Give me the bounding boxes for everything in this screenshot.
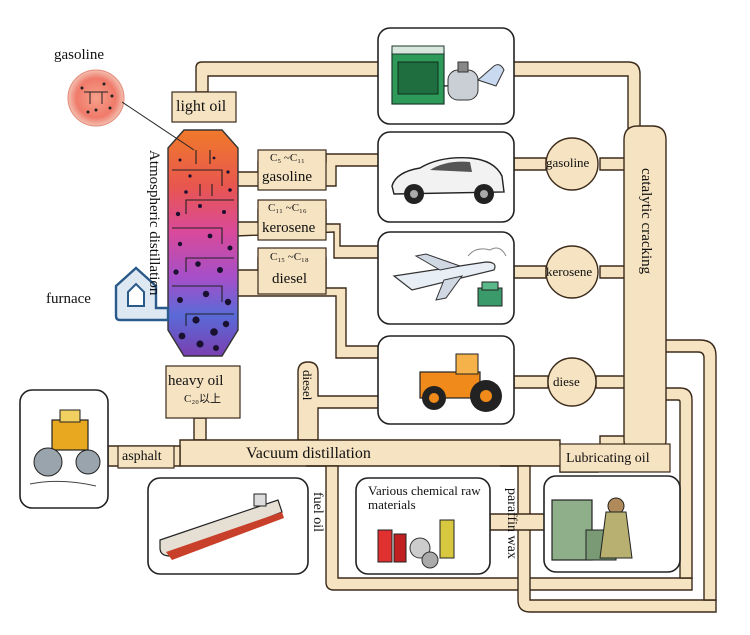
cracking-output-kerosene: kerosene	[546, 264, 593, 279]
light-oil-label: light oil	[176, 98, 227, 115]
cracking-output-diese: diese	[553, 374, 580, 389]
asphalt-label: asphalt	[122, 449, 162, 464]
road-roller-icon	[29, 409, 101, 487]
catalytic-cracking-label: catalytic cracking	[638, 168, 654, 275]
fraction-formula-gasoline: C₅ ~C₁₁	[270, 152, 305, 164]
mechanic-machine-icon	[551, 497, 633, 561]
lubricating-oil-label: Lubricating oil	[566, 451, 650, 466]
cracking-output-circles	[545, 137, 599, 407]
gas-stove-icon	[391, 45, 505, 105]
heavy-oil-fraction-label: C₂₀以上	[184, 393, 222, 405]
sports-car-icon	[391, 157, 505, 204]
tanker-ship-icon	[159, 493, 284, 560]
furnace-label: furnace	[46, 291, 91, 307]
vacuum-distillation-label: Vacuum distillation	[246, 445, 371, 462]
paraffin-wax-label: paraffin wax	[504, 488, 519, 559]
heavy-oil-label: heavy oil	[168, 373, 224, 389]
distillation-tower	[167, 129, 239, 357]
furnace-icon	[114, 266, 170, 322]
chemical-raw-materials-label: Various chemical raw materials	[368, 483, 481, 512]
fraction-name-kerosene: kerosene	[262, 220, 316, 236]
label-boxes	[117, 91, 671, 473]
fraction-formula-kerosene: C₁₁ ~C₁₆	[268, 202, 307, 214]
airplane-icon	[392, 247, 507, 307]
gasoline-molecule-icon	[67, 69, 195, 151]
fraction-name-diesel: diesel	[272, 271, 307, 287]
tractor-icon	[419, 353, 502, 412]
chemical-products-icon	[377, 519, 455, 569]
vacuum-diesel-label: diesel	[300, 370, 315, 401]
atmospheric-distillation-label: Atmospheric distillation	[146, 150, 162, 296]
gasoline-bubble-label: gasoline	[54, 47, 104, 63]
cracking-output-gasoline: gasoline	[546, 155, 590, 170]
fuel-oil-label: fuel oil	[310, 492, 325, 533]
fraction-name-gasoline: gasoline	[262, 169, 312, 185]
fraction-formula-diesel: C₁₅ ~C₁₈	[270, 251, 309, 263]
